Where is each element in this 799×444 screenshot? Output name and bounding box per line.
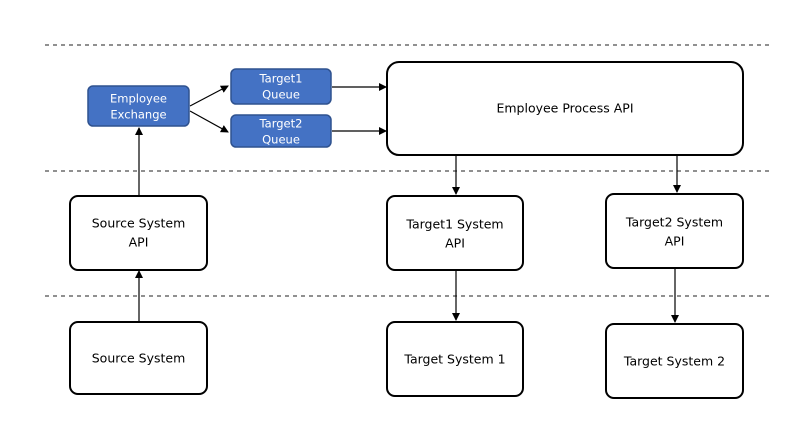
employee-exchange-label-line2: Exchange (110, 108, 166, 122)
target-system-1-node: Target System 1 (386, 321, 524, 397)
edge-exchange-to-target2-queue (189, 110, 229, 133)
source-system-node: Source System (69, 321, 208, 395)
source-system-api-label-line1: Source System (92, 216, 186, 231)
target-system-1-label: Target System 1 (403, 352, 505, 367)
edge-exchange-to-target1-queue (189, 85, 229, 107)
employee-exchange-node: Employee Exchange (87, 85, 190, 127)
target2-system-api-label-line1: Target2 System (625, 215, 723, 230)
target2-queue-node: Target2 Queue (230, 114, 332, 148)
target-system-2-label: Target System 2 (623, 354, 725, 369)
target2-queue-label-line1: Target2 (259, 117, 303, 131)
source-system-label: Source System (92, 351, 186, 366)
target2-system-api-label-line2: API (665, 234, 685, 249)
target2-system-api-node: Target2 System API (605, 193, 744, 269)
source-system-api-label-line2: API (129, 235, 149, 250)
employee-process-api-label: Employee Process API (496, 101, 633, 116)
target-system-2-node: Target System 2 (605, 323, 744, 399)
target1-system-api-label-line1: Target1 System (405, 217, 503, 232)
source-system-api-node: Source System API (69, 195, 208, 271)
target2-queue-label-line2: Queue (262, 133, 300, 147)
target1-queue-label-line1: Target1 (259, 72, 303, 86)
target1-queue-node: Target1 Queue (230, 68, 332, 105)
employee-process-api-node: Employee Process API (386, 61, 744, 156)
target1-system-api-label-line2: API (445, 236, 465, 251)
target1-queue-label-line2: Queue (262, 88, 300, 102)
target1-system-api-node: Target1 System API (386, 195, 524, 271)
employee-exchange-label-line1: Employee (110, 92, 167, 106)
